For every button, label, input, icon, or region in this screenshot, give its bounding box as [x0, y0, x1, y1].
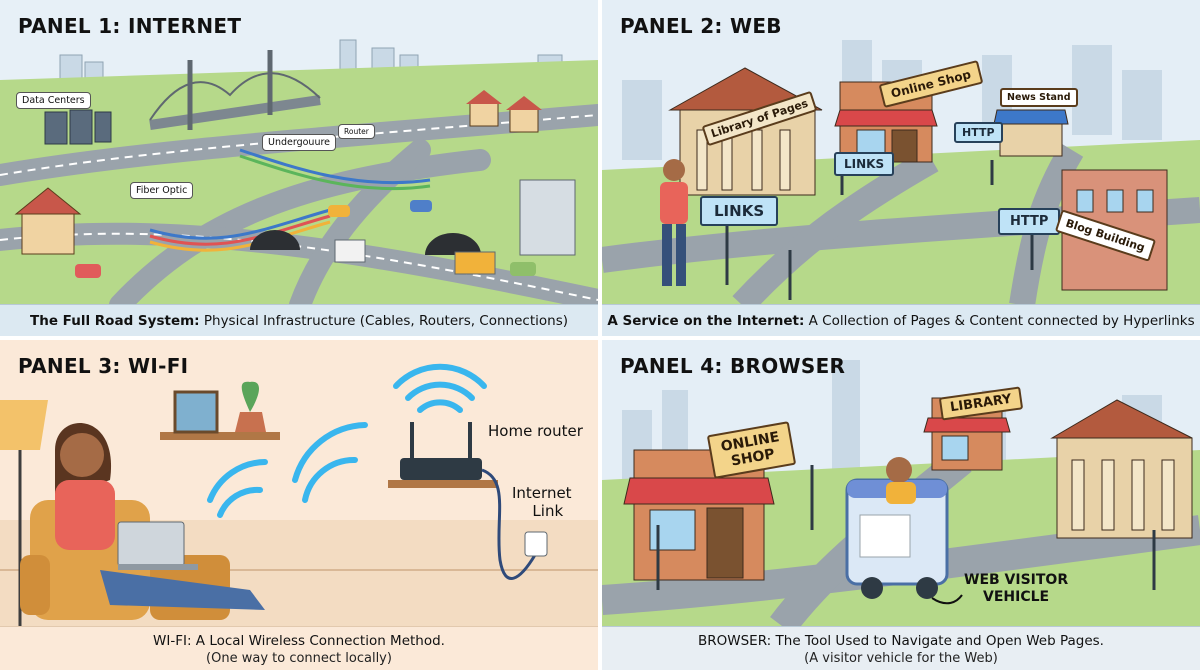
caption-bold: A Service on the Internet:	[607, 313, 805, 329]
panel-caption: WI-FI: A Local Wireless Connection Metho…	[0, 626, 598, 670]
houses-right	[466, 90, 542, 133]
router-label: Router	[338, 124, 375, 139]
web-visitor-line1: WEB VISITOR	[964, 572, 1069, 588]
caption-line2: (A visitor vehicle for the Web)	[804, 651, 998, 666]
fiber-optic-label: Fiber Optic	[130, 182, 194, 199]
caption-line2: (One way to connect locally)	[206, 651, 392, 666]
links-sign-small: LINKS	[834, 152, 895, 176]
suspension-bridge	[149, 50, 321, 130]
panel-caption: A Service on the Internet: A Collection …	[602, 304, 1200, 336]
news-stand-sign: News Stand	[1000, 88, 1078, 107]
wall-shelf	[160, 381, 280, 440]
panel-title: PANEL 2: WEB	[620, 14, 782, 38]
caption-text: A Collection of Pages & Content connecte…	[804, 313, 1195, 329]
data-center-building	[44, 109, 112, 145]
office-building	[519, 179, 576, 256]
internet-link-line2: Link	[532, 502, 564, 520]
street-lamps	[656, 465, 1156, 590]
wall-outlet	[524, 531, 548, 557]
fiber-cables	[149, 148, 431, 252]
web-visitor-line2: VEHICLE	[983, 589, 1050, 605]
web-town-scene	[602, 40, 1200, 314]
home-router-label: Home router	[488, 422, 583, 440]
panel-title: PANEL 3: WI-FI	[18, 354, 189, 378]
woman-with-laptop	[55, 422, 265, 610]
internet-link-label: Internet Link	[512, 484, 572, 520]
caption-line1: BROWSER: The Tool Used to Navigate and O…	[698, 633, 1104, 649]
arrow-to-vehicle	[931, 594, 963, 605]
caption-bold: The Full Road System:	[30, 313, 200, 329]
library-building	[923, 397, 1011, 471]
caption-text: Physical Infrastructure (Cables, Routers…	[199, 313, 568, 329]
panel-caption: The Full Road System: Physical Infrastru…	[0, 304, 598, 336]
http-sign-bottom: HTTP	[998, 208, 1061, 235]
caption-line1: WI-FI: A Local Wireless Connection Metho…	[153, 633, 445, 649]
panel-browser: PANEL 4: BROWSER ONLINE SHOP LIBRARY WEB…	[602, 340, 1200, 670]
links-sign-large: LINKS	[700, 196, 779, 226]
data-centers-label: Data Centers	[16, 92, 91, 109]
house-left	[14, 187, 82, 255]
wifi-waves	[207, 363, 487, 518]
news-stand-building	[993, 109, 1069, 157]
internet-link-line1: Internet	[512, 484, 572, 502]
panel-internet: PANEL 1: INTERNET Data Centers Undergouu…	[0, 0, 598, 336]
panel-title: PANEL 4: BROWSER	[620, 354, 846, 378]
panel-title: PANEL 1: INTERNET	[18, 14, 242, 38]
tunnels	[250, 230, 481, 255]
columned-building	[1050, 399, 1193, 539]
person-with-phone	[660, 159, 688, 286]
internet-road-scene	[0, 39, 598, 316]
panel-web: PANEL 2: WEB Library of Pages Online Sho…	[602, 0, 1200, 336]
browser-town-scene	[602, 360, 1200, 636]
panel-caption: BROWSER: The Tool Used to Navigate and O…	[602, 626, 1200, 670]
vehicles	[75, 200, 536, 278]
wifi-room-scene	[0, 363, 598, 626]
underground-label: Undergouure	[262, 134, 337, 151]
road-markings	[0, 114, 598, 301]
http-sign-top: HTTP	[954, 122, 1003, 143]
browser-vehicle	[845, 457, 949, 599]
online-shop-building	[623, 449, 775, 581]
internet-cable	[481, 468, 537, 580]
web-visitor-vehicle-label: WEB VISITOR VEHICLE	[964, 572, 1068, 606]
panel-wifi: PANEL 3: WI-FI Home router Internet Link…	[0, 340, 598, 670]
home-router	[388, 422, 498, 488]
